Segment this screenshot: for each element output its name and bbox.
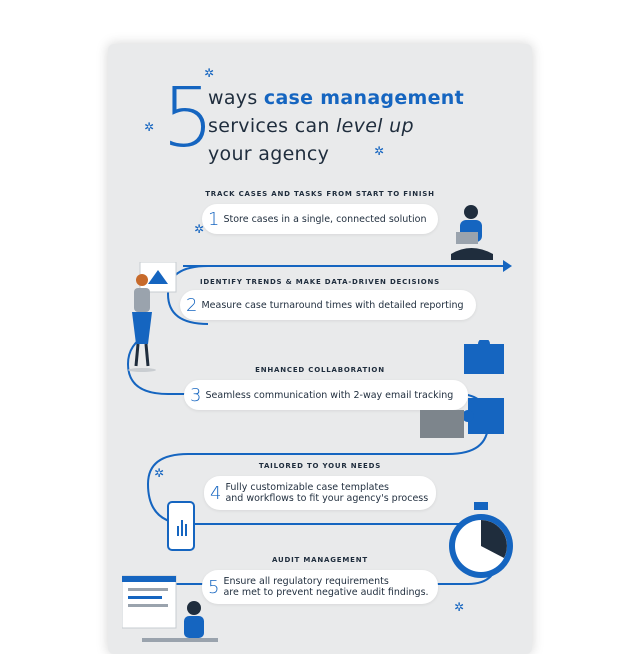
step-3-text: Seamless communication with 2-way email … bbox=[205, 389, 454, 401]
sparkle-icon: ✲ bbox=[204, 66, 215, 80]
step-5-text: Ensure all regulatory requirements are m… bbox=[223, 576, 428, 598]
sparkle-icon: ✲ bbox=[154, 466, 165, 480]
title-line2-plain: services can bbox=[208, 115, 337, 137]
step-4-text-line2: and workflows to fit your agency's proce… bbox=[225, 493, 429, 504]
step-2-number: 2 bbox=[186, 294, 198, 316]
title-line3: your agency bbox=[208, 143, 330, 165]
step-3-number: 3 bbox=[190, 384, 202, 406]
step-4-text-line1: Fully customizable case templates bbox=[225, 482, 389, 493]
title-line1-plain: ways bbox=[208, 87, 264, 109]
title-number: 5 bbox=[162, 71, 215, 166]
step-4-number: 4 bbox=[210, 482, 222, 504]
title-line2-em: level up bbox=[336, 115, 414, 137]
step-4-pill: 4 Fully customizable case templates and … bbox=[204, 476, 436, 510]
step-1-pill: 1 Store cases in a single, connected sol… bbox=[202, 204, 438, 234]
page-title: ways case management services can level … bbox=[208, 84, 464, 168]
puzzle-illustration bbox=[420, 340, 504, 438]
step-5-text-line1: Ensure all regulatory requirements bbox=[223, 576, 389, 587]
step-5-number: 5 bbox=[208, 576, 220, 598]
step-5-heading: AUDIT MANAGEMENT bbox=[272, 556, 368, 564]
phone-illustration bbox=[167, 501, 195, 551]
sparkle-icon: ✲ bbox=[194, 222, 205, 236]
winding-path bbox=[126, 260, 512, 585]
audit-illustration bbox=[122, 575, 218, 642]
step-5-text-line2: are met to prevent negative audit findin… bbox=[223, 587, 429, 598]
step-3-pill: 3 Seamless communication with 2-way emai… bbox=[184, 380, 468, 410]
step-3-heading: ENHANCED COLLABORATION bbox=[255, 366, 385, 374]
step-1-number: 1 bbox=[208, 208, 220, 230]
infographic-card: 5 ways case management services can leve… bbox=[108, 44, 532, 654]
step-2-pill: 2 Measure case turnaround times with det… bbox=[180, 290, 476, 320]
presenter-illustration bbox=[128, 262, 177, 372]
sparkle-icon: ✲ bbox=[454, 600, 465, 614]
step-1-text: Store cases in a single, connected solut… bbox=[223, 213, 427, 225]
step-4-heading: TAILORED TO YOUR NEEDS bbox=[258, 462, 382, 470]
step-2-heading: IDENTIFY TRENDS & MAKE DATA-DRIVEN DECIS… bbox=[200, 278, 440, 286]
person-laptop-illustration bbox=[451, 205, 493, 260]
step-2-text: Measure case turnaround times with detai… bbox=[201, 299, 464, 311]
title-line1-accent: case management bbox=[263, 87, 465, 109]
sparkle-icon: ✲ bbox=[374, 144, 385, 158]
stopwatch-illustration bbox=[449, 502, 513, 578]
step-5-pill: 5 Ensure all regulatory requirements are… bbox=[202, 570, 438, 604]
step-1-heading: TRACK CASES AND TASKS FROM START TO FINI… bbox=[205, 190, 435, 198]
step-4-text: Fully customizable case templates and wo… bbox=[225, 482, 428, 504]
sparkle-icon: ✲ bbox=[144, 120, 155, 134]
